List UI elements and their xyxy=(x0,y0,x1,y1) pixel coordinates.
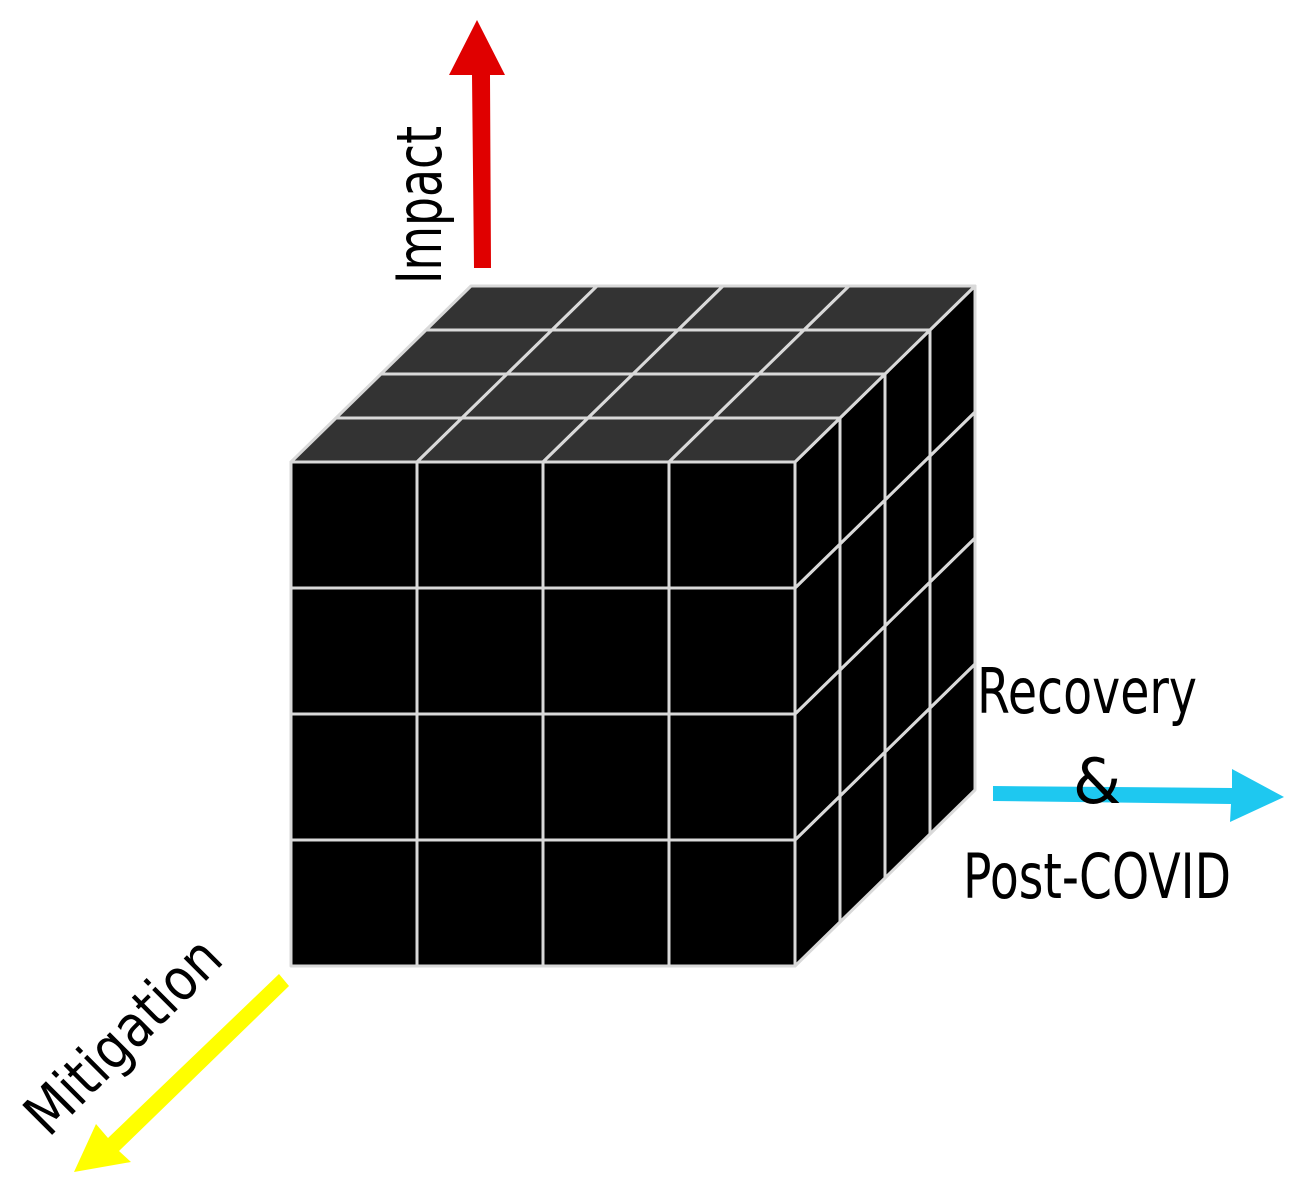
cube-front-cell xyxy=(541,712,671,842)
cube-front-cell xyxy=(415,460,545,590)
cube-front-cell xyxy=(667,838,797,968)
impact-arrow xyxy=(449,20,505,268)
mitigation-label: Mitigation xyxy=(10,923,235,1148)
impact-label: Impact xyxy=(383,126,456,284)
recovery-arrow-shape xyxy=(993,769,1284,822)
recovery-label-line-2: & xyxy=(1073,745,1121,818)
cube-4x4x4 xyxy=(289,284,977,968)
mitigation-arrow xyxy=(74,974,289,1172)
recovery-arrow xyxy=(993,769,1284,822)
cube-front-cell xyxy=(415,712,545,842)
recovery-label-line-1: Recovery xyxy=(977,655,1197,728)
cube-front-cell xyxy=(541,838,671,968)
impact-arrow-shape xyxy=(449,20,505,268)
cube-front-cell xyxy=(667,460,797,590)
cube-front-cell xyxy=(415,838,545,968)
cube-front-cell xyxy=(667,586,797,716)
cube-front-cell xyxy=(415,586,545,716)
cube-front-cell xyxy=(289,712,419,842)
cube-front-cell xyxy=(289,586,419,716)
cube-front-cell xyxy=(541,460,671,590)
cube-front-cell xyxy=(289,838,419,968)
cube-front-cell xyxy=(541,586,671,716)
cube-front-cell xyxy=(667,712,797,842)
recovery-label-line-3: Post-COVID xyxy=(963,840,1231,913)
cube-front-cell xyxy=(289,460,419,590)
mitigation-arrow-shape xyxy=(74,974,289,1172)
